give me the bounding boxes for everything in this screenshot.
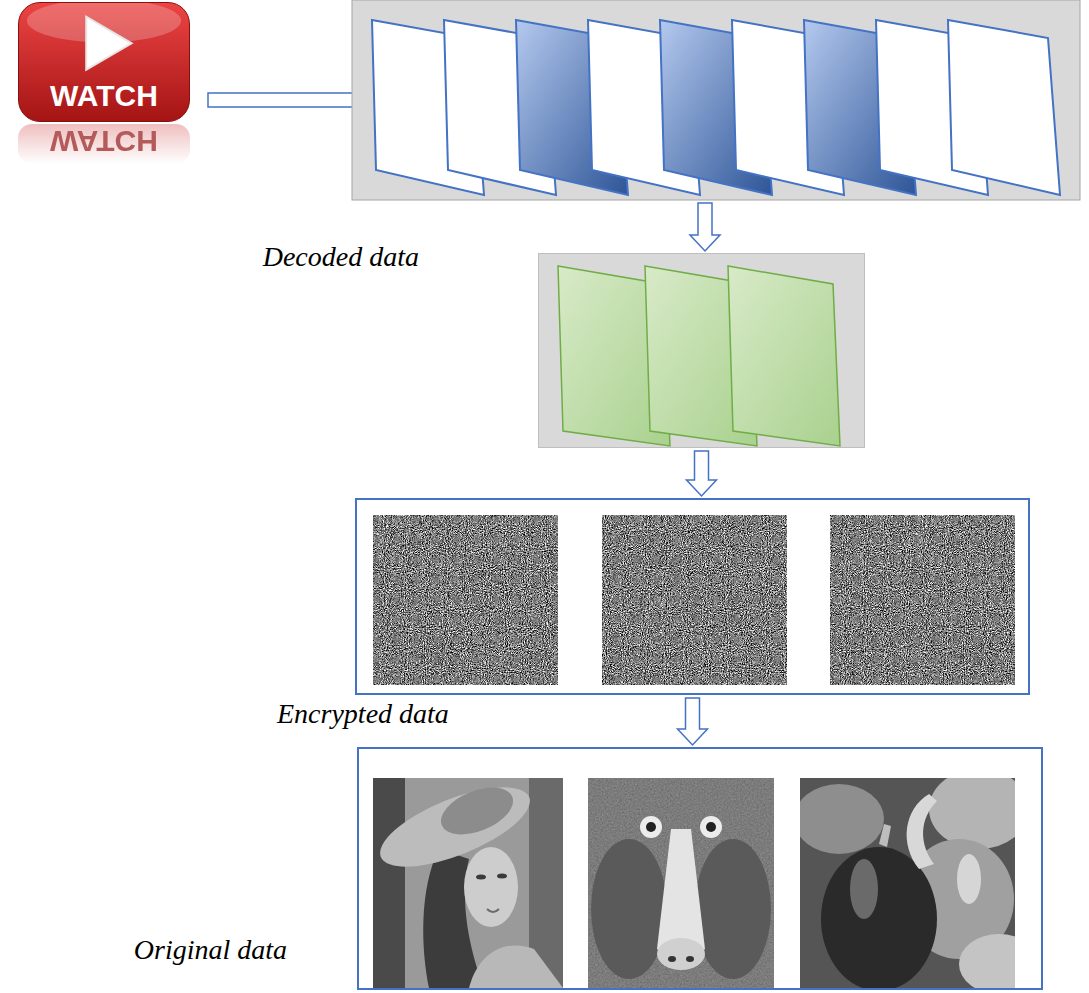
panel-label: Encrypted data	[277, 697, 449, 731]
video-frames	[372, 20, 1060, 195]
flow-arrow	[690, 203, 720, 251]
decoded-frames-art	[539, 254, 864, 447]
original-panel: Original data	[357, 747, 1043, 990]
encrypted-panel: Encrypted data	[355, 498, 1030, 695]
icon-text: WATCH	[19, 79, 189, 113]
video-frames-panel	[352, 0, 1080, 200]
icon-reflection	[18, 124, 190, 164]
flow-arrow	[208, 85, 376, 115]
flow-arrow	[678, 698, 708, 745]
noise-images	[357, 500, 1028, 693]
decoded-panel: Decoded data	[538, 253, 865, 448]
icon-reflection-text: WATCH	[18, 124, 190, 158]
panel-label: Decoded data	[263, 240, 419, 274]
original-images	[359, 749, 1041, 988]
panel-label: Original data	[134, 933, 287, 967]
play-icon: WATCH	[18, 2, 190, 122]
flow-arrow	[687, 451, 717, 496]
